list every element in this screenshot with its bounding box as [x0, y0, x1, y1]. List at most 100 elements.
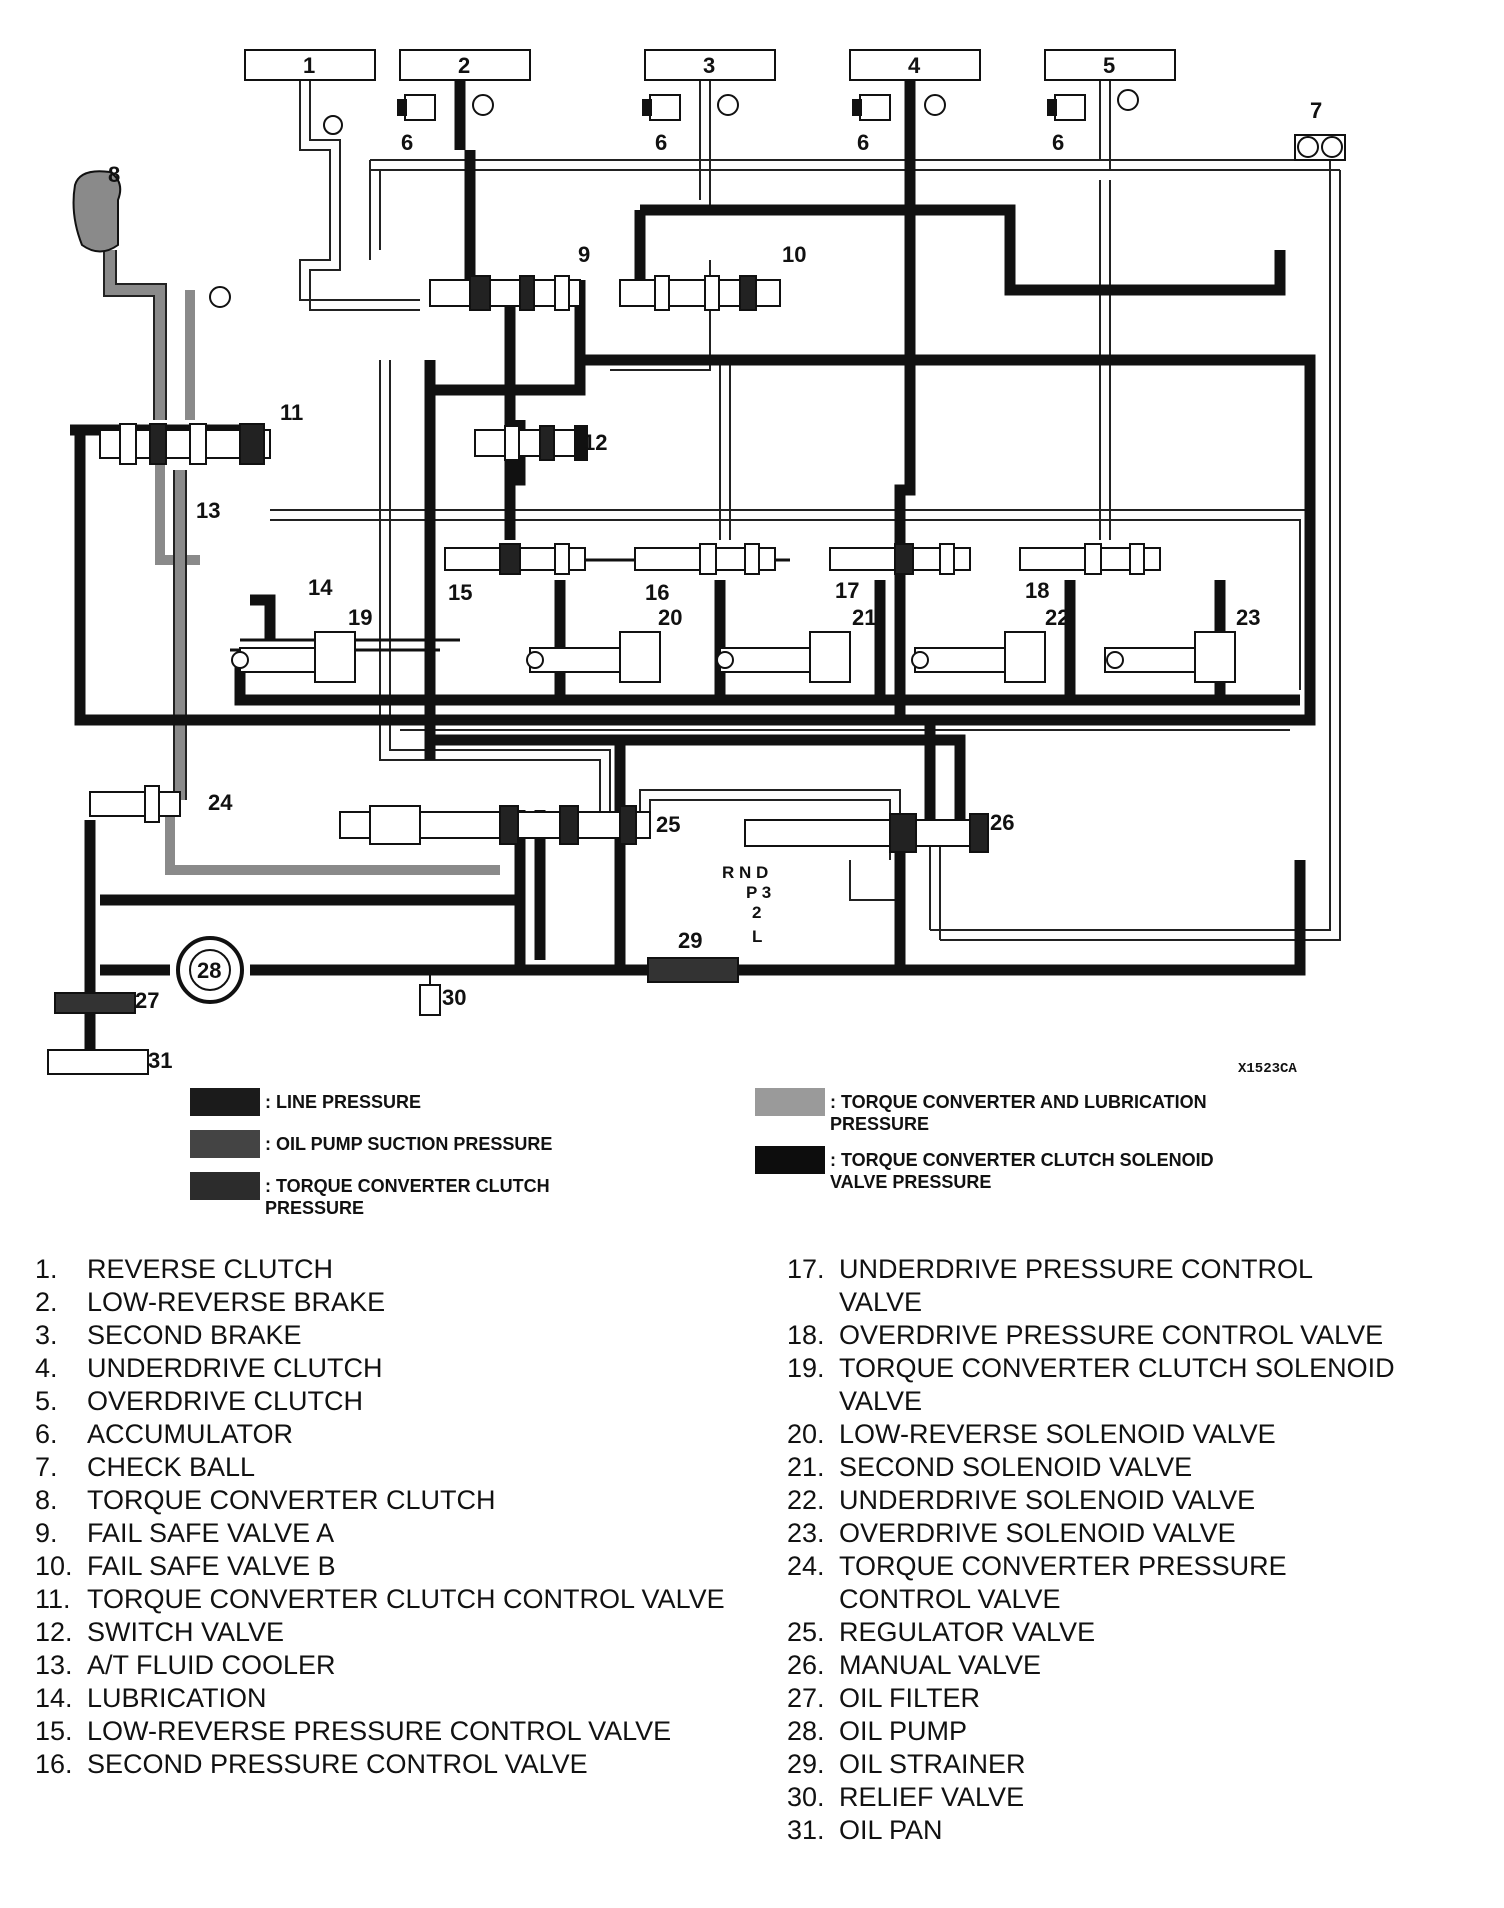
part-number: 17. [787, 1254, 825, 1284]
part-name: OIL FILTER [839, 1683, 981, 1713]
legend-text-tcc: : TORQUE CONVERTER CLUTCH PRESSURE [265, 1176, 550, 1218]
parts-list-item: 28. OIL PUMP [787, 1715, 1427, 1748]
part-number: 13. [35, 1650, 73, 1680]
relief-valve [419, 975, 441, 1016]
callout-22: 22 [1045, 605, 1069, 630]
part-name: UNDERDRIVE PRESSURE CONTROL VALVE [839, 1254, 1313, 1317]
parts-list-item: 31.OIL PAN [787, 1814, 1427, 1847]
part-number: 7. [35, 1452, 58, 1482]
part-name: TORQUE CONVERTER CLUTCH SOLENOID VALVE [839, 1353, 1395, 1416]
part-number: 23. [787, 1518, 825, 1548]
callout-26: 26 [990, 810, 1014, 835]
shift-positions-row1: R N D [722, 863, 768, 882]
part-number: 9. [35, 1518, 58, 1548]
accumulator-4 [852, 94, 946, 121]
parts-list-right: 17. UNDERDRIVE PRESSURE CONTROL VALVE 18. O… [787, 1253, 1427, 1847]
box-4-label: 4 [908, 53, 921, 78]
check-orifice-1 [323, 115, 343, 135]
accumulator-3 [642, 94, 739, 121]
legend-text-line-pressure: : LINE PRESSURE [265, 1092, 422, 1112]
pressure-control-valve-16 [634, 543, 776, 575]
part-number: 12. [35, 1617, 73, 1647]
box-5 [1044, 49, 1176, 81]
parts-list-item: 13. A/T FLUID COOLER [35, 1649, 727, 1682]
parts-list-item: 23. OVERDRIVE SOLENOID VALVE [787, 1517, 1427, 1550]
parts-list-item: 6. ACCUMULATOR [35, 1418, 727, 1451]
manual-valve [744, 813, 989, 853]
box-3-label: 3 [703, 53, 715, 78]
part-name: OVERDRIVE CLUTCH [87, 1386, 364, 1416]
accumulator-5 [1047, 89, 1139, 121]
callout-31: 31 [148, 1048, 172, 1073]
part-name: A/T FLUID COOLER [87, 1650, 336, 1680]
callout-7: 7 [1310, 98, 1322, 123]
part-name: SECOND SOLENOID VALVE [839, 1452, 1193, 1482]
parts-list-item: 24.TORQUE CONVERTER PRESSURE CONTROL VAL… [787, 1550, 1427, 1616]
legend-swatch-tcc [190, 1172, 260, 1200]
line-pressure-passages [70, 70, 1316, 1060]
callout-9: 9 [578, 242, 590, 267]
part-name: LOW-REVERSE BRAKE [87, 1287, 386, 1317]
solenoid-valve-23 [1104, 631, 1236, 683]
hydraulic-circuit-diagram: 1 2 3 4 5 [47, 49, 1346, 1077]
torque-converter-clutch-shape [72, 170, 122, 253]
parts-list-item: 3.SECOND BRAKE [35, 1319, 727, 1352]
callout-8: 8 [108, 162, 120, 187]
part-number: 2. [35, 1287, 58, 1317]
part-number: 16. [35, 1749, 73, 1779]
part-name: OVERDRIVE SOLENOID VALVE [839, 1518, 1236, 1548]
parts-list-item: 10.FAIL SAFE VALVE B [35, 1550, 727, 1583]
callout-23: 23 [1236, 605, 1260, 630]
callout-29: 29 [678, 928, 702, 953]
shift-positions-row2: P 3 [746, 883, 771, 902]
part-number: 28. [787, 1716, 825, 1746]
part-number: 31. [787, 1815, 825, 1845]
part-name: LUBRICATION [87, 1683, 267, 1713]
part-name: OIL PUMP [839, 1716, 968, 1746]
callout-27: 27 [135, 988, 159, 1013]
legend-swatch-line-pressure [190, 1088, 260, 1116]
part-name: ACCUMULATOR [87, 1419, 294, 1449]
tc-pressure-control-valve [89, 785, 181, 823]
legend-text-lube: : TORQUE CONVERTER AND LUBRICATION PRESS… [830, 1092, 1207, 1134]
part-name: SWITCH VALVE [87, 1617, 285, 1647]
parts-list-item: 4.UNDERDRIVE CLUTCH [35, 1352, 727, 1385]
box-3 [644, 49, 776, 81]
clutch-boxes [244, 49, 1176, 81]
part-number: 25. [787, 1617, 825, 1647]
part-name: TORQUE CONVERTER PRESSURE CONTROL VALVE [839, 1551, 1287, 1614]
part-number: 11. [35, 1584, 71, 1614]
lube-outline [103, 250, 187, 800]
box-2-label: 2 [458, 53, 470, 78]
parts-list-item: 16.SECOND PRESSURE CONTROL VALVE [35, 1748, 727, 1781]
legend-swatch-suction [190, 1130, 260, 1158]
part-number: 8. [35, 1485, 58, 1515]
callout-10: 10 [782, 242, 806, 267]
part-name: TORQUE CONVERTER CLUTCH CONTROL VALVE [87, 1584, 725, 1614]
callout-12: 12 [583, 430, 607, 455]
callout-17: 17 [835, 578, 859, 603]
check-orifice-8 [209, 286, 231, 308]
oil-pump [176, 936, 244, 1004]
box-5-label: 5 [1103, 53, 1115, 78]
part-number: 19. [787, 1353, 825, 1383]
callout-19: 19 [348, 605, 372, 630]
part-number: 14. [35, 1683, 73, 1713]
parts-list-item: 11. TORQUE CONVERTER CLUTCH CONTROL VALVE [35, 1583, 727, 1616]
parts-list-item: 15.LOW-REVERSE PRESSURE CONTROL VALVE [35, 1715, 727, 1748]
callout-11: 11 [280, 400, 303, 425]
part-number: 6. [35, 1419, 58, 1449]
parts-list-item: 20.LOW-REVERSE SOLENOID VALVE [787, 1418, 1427, 1451]
part-number: 21. [787, 1452, 825, 1482]
legend-text-tcc-solenoid: : TORQUE CONVERTER CLUTCH SOLENOID VALVE… [830, 1150, 1214, 1192]
part-number: 18. [787, 1320, 825, 1350]
pressure-control-valve-18 [1019, 543, 1161, 575]
part-number: 10. [35, 1551, 73, 1581]
check-ball [1294, 134, 1346, 161]
part-name: LOW-REVERSE PRESSURE CONTROL VALVE [87, 1716, 672, 1746]
box-1 [244, 49, 376, 81]
part-number: 20. [787, 1419, 825, 1449]
callout-20: 20 [658, 605, 682, 630]
parts-list-item: 17. UNDERDRIVE PRESSURE CONTROL VALVE [787, 1253, 1427, 1319]
